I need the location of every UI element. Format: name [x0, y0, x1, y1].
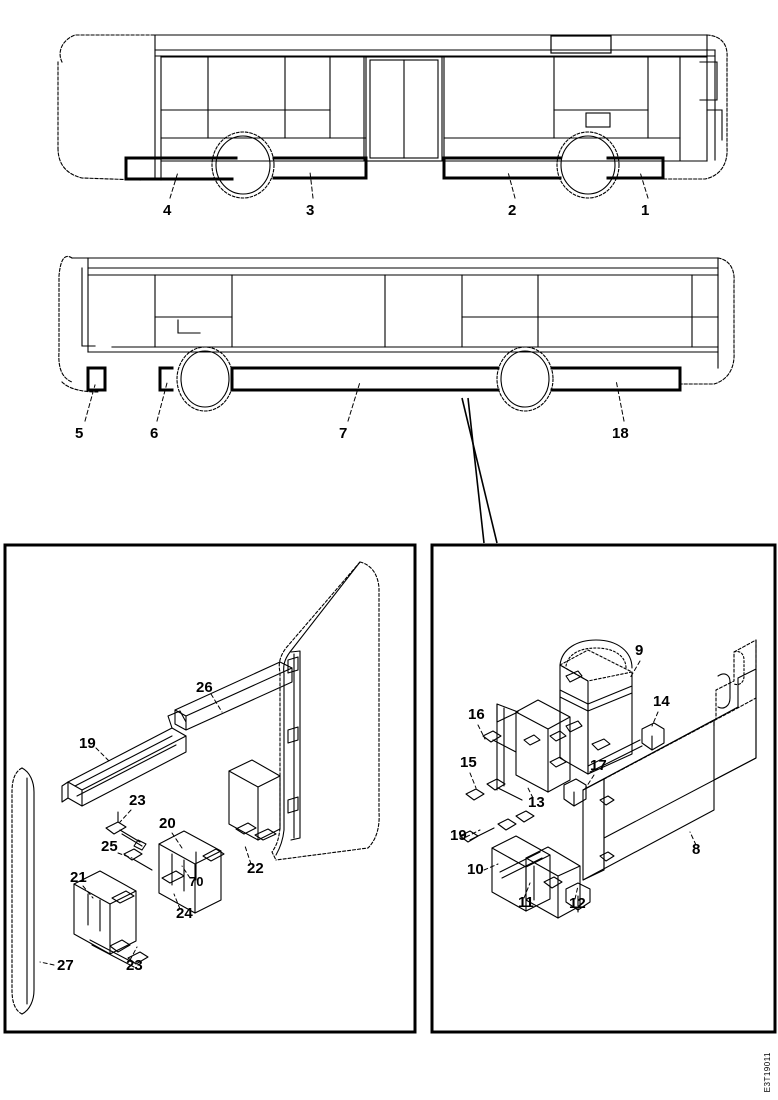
sheet-id-label: E3T19011 — [763, 1051, 772, 1092]
callout-11: 11 — [518, 894, 534, 911]
callout-8: 8 — [692, 841, 701, 858]
callout-20: 20 — [159, 815, 176, 832]
callout-10: 10 — [467, 861, 484, 878]
callout-19-left: 19 — [79, 735, 96, 752]
callout-18: 18 — [612, 425, 629, 442]
callout-4: 4 — [163, 202, 172, 219]
callout-15: 15 — [460, 754, 477, 771]
callout-2: 2 — [508, 202, 517, 219]
callout-70: 70 — [189, 874, 204, 889]
callout-5: 5 — [75, 425, 84, 442]
callout-21: 21 — [70, 869, 87, 886]
callout-27: 27 — [57, 957, 74, 974]
callout-12: 12 — [569, 895, 586, 912]
callout-23-upper: 23 — [129, 792, 146, 809]
callout-19-right: 19 — [450, 827, 467, 844]
callout-7: 7 — [339, 425, 348, 442]
callout-14: 14 — [653, 693, 670, 710]
callout-17: 17 — [590, 757, 607, 774]
callout-16: 16 — [468, 706, 485, 723]
callout-22: 22 — [247, 860, 264, 877]
callout-25: 25 — [101, 838, 118, 855]
callout-6: 6 — [150, 425, 159, 442]
callout-1: 1 — [641, 202, 650, 219]
callout-24: 24 — [176, 905, 193, 922]
callout-26: 26 — [196, 679, 213, 696]
callout-9: 9 — [635, 642, 644, 659]
callout-23-lower: 23 — [126, 957, 143, 974]
callout-3: 3 — [306, 202, 315, 219]
callout-13: 13 — [528, 794, 545, 811]
